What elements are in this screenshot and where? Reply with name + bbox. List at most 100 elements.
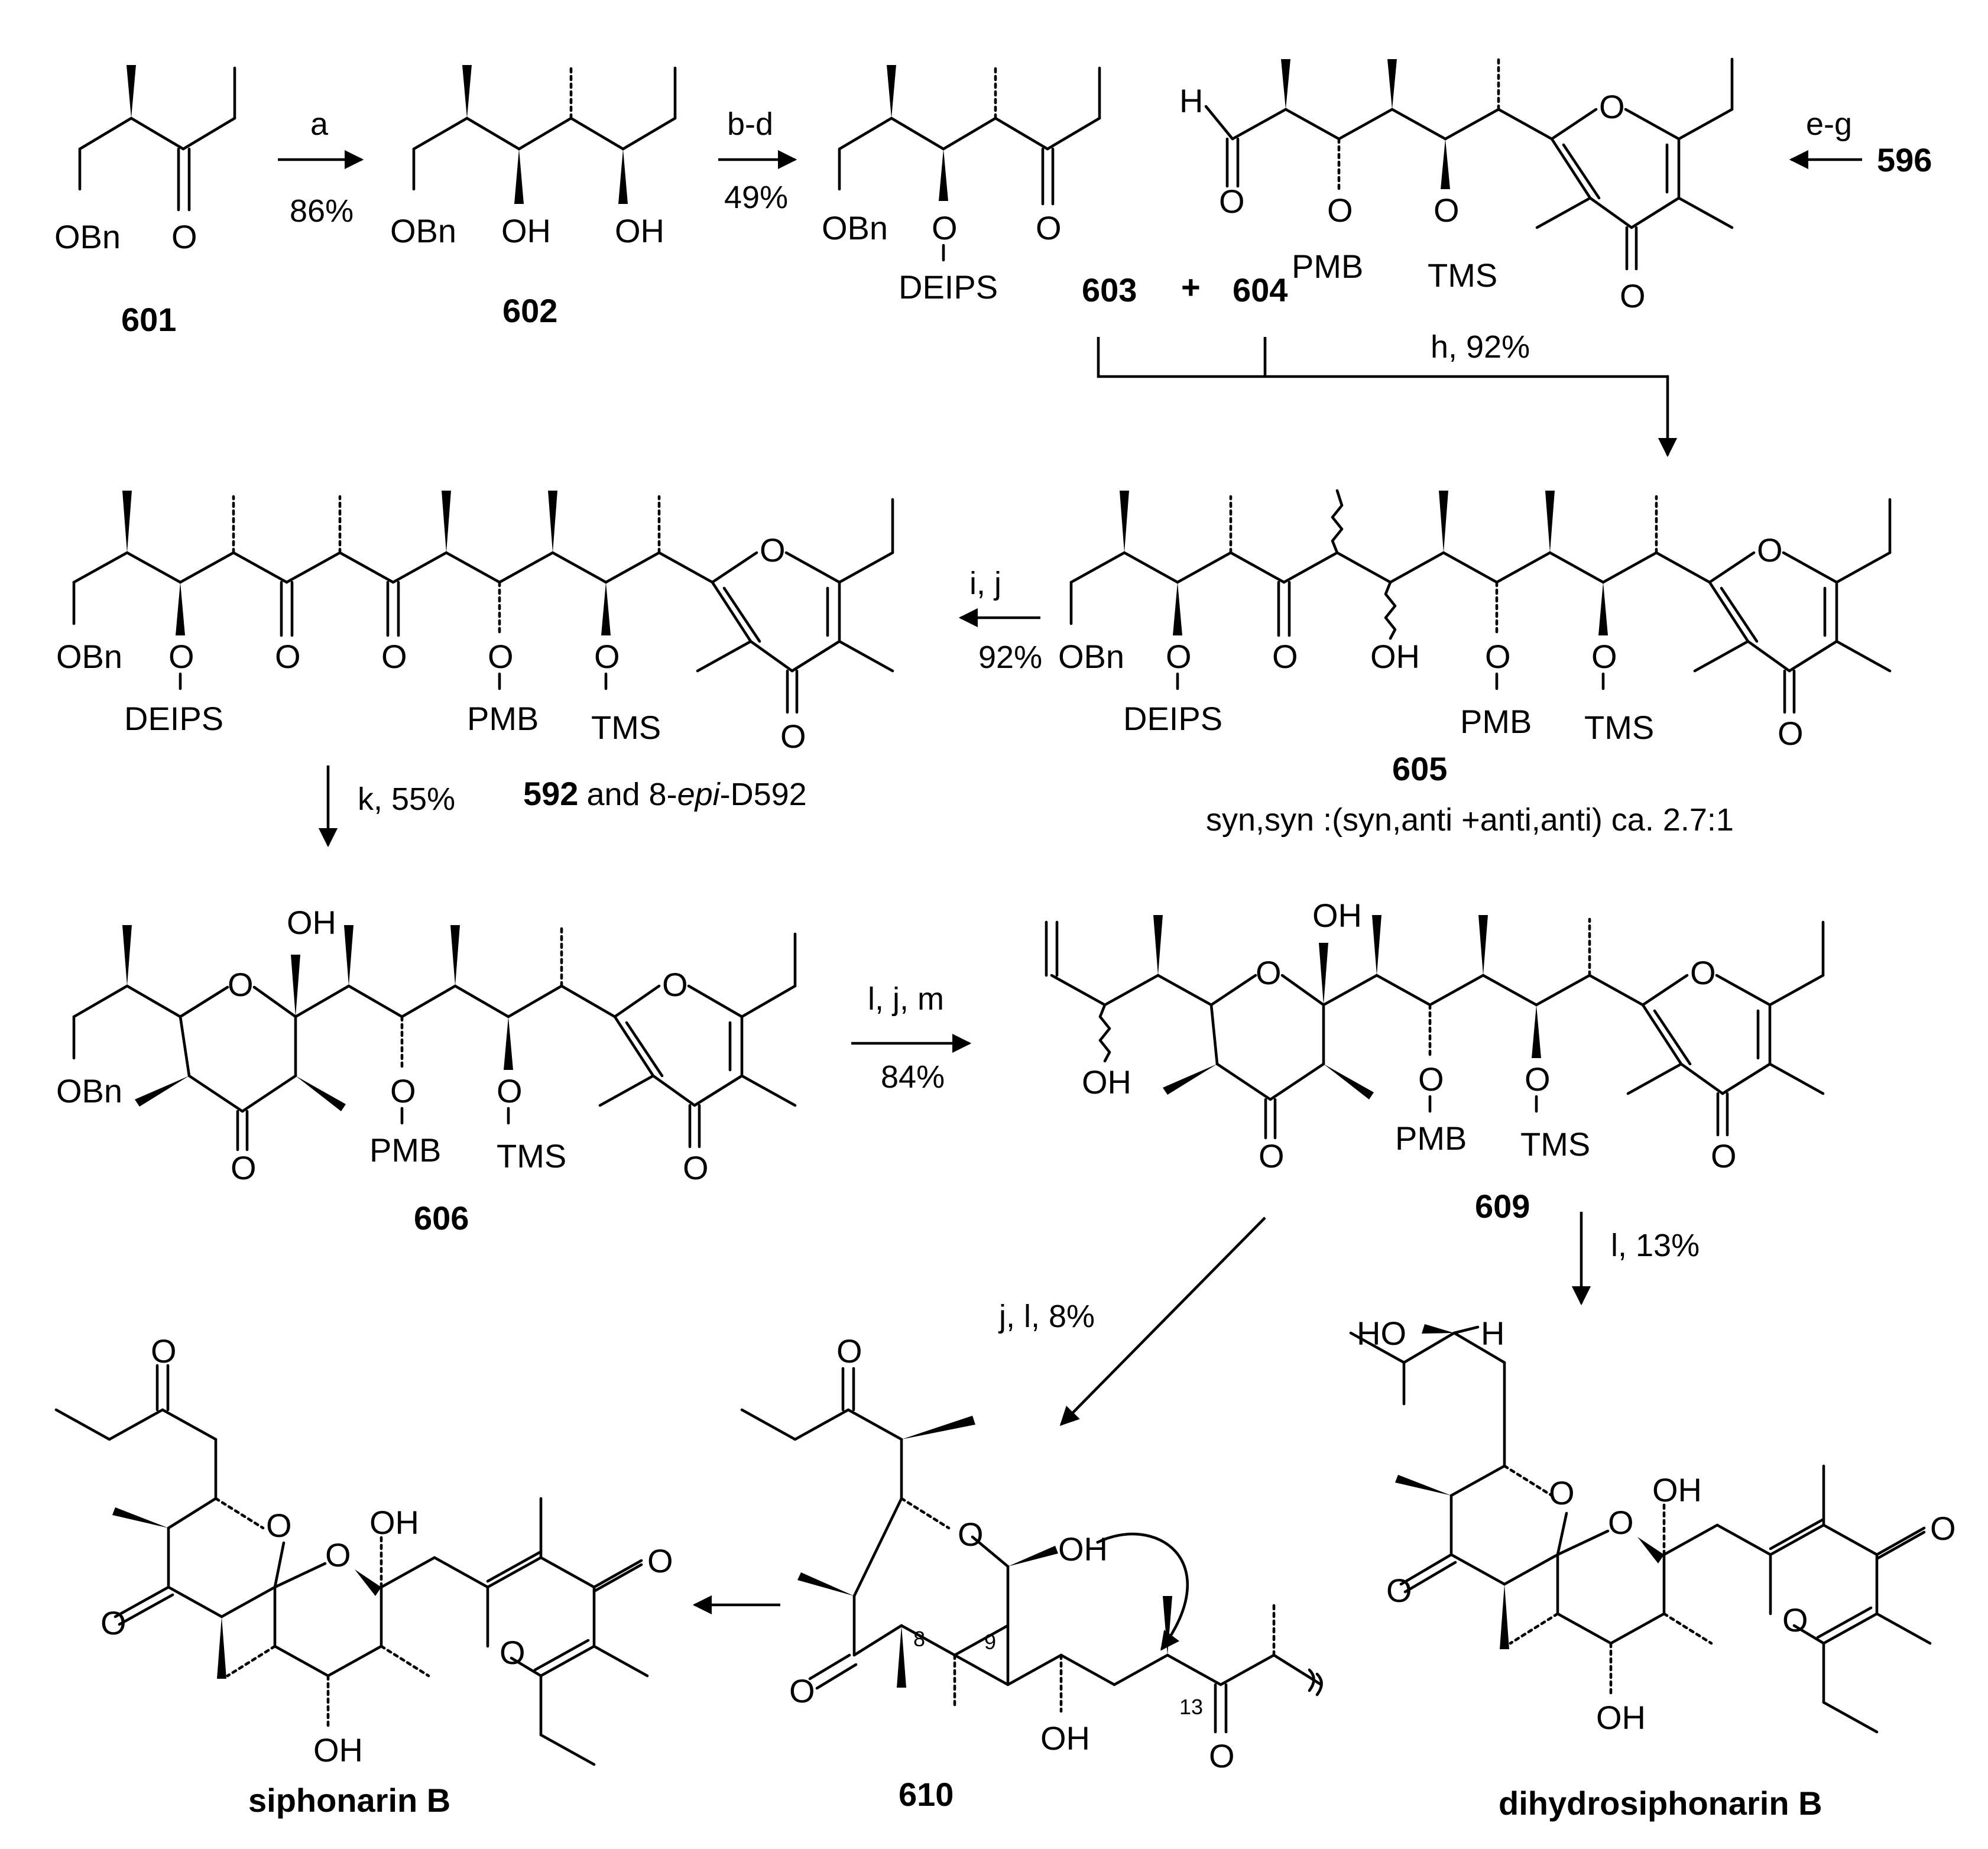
compound-605-label: 605 xyxy=(1392,750,1447,787)
atom-OBn: OBn xyxy=(54,218,121,255)
position-13: 13 xyxy=(1179,1695,1203,1719)
condition-ij: i, j xyxy=(969,566,1001,601)
svg-text:OH: OH xyxy=(501,212,551,249)
svg-text:OH: OH xyxy=(1370,638,1420,675)
svg-text:TMS: TMS xyxy=(591,709,661,746)
svg-text:OBn: OBn xyxy=(822,209,888,246)
atom-O: O xyxy=(171,218,197,255)
compound-601-label: 601 xyxy=(121,301,176,338)
svg-text:TMS: TMS xyxy=(1520,1125,1590,1163)
siphonarin-b-label: siphonarin B xyxy=(248,1782,450,1819)
svg-text:OH: OH xyxy=(1040,1720,1090,1757)
structure-606: O OH O OBn O O PMB O TMS O 606 xyxy=(56,904,797,1237)
structure-605: O OBn O DEIPS O OH O PMB O TMS O 605 syn… xyxy=(1058,489,1892,838)
svg-text:O: O xyxy=(390,1072,416,1110)
svg-text:OH: OH xyxy=(1082,1063,1131,1101)
svg-text:O: O xyxy=(662,966,688,1003)
svg-text:O: O xyxy=(1166,638,1192,675)
svg-text:PMB: PMB xyxy=(1292,248,1363,285)
arrow-h xyxy=(1097,337,1678,458)
svg-text:O: O xyxy=(594,638,620,675)
dihydrosiphonarin-b-label: dihydrosiphonarin B xyxy=(1499,1785,1822,1822)
yield-ij: 92% xyxy=(978,640,1042,675)
svg-text:O: O xyxy=(1485,638,1511,675)
svg-text:O: O xyxy=(228,966,254,1003)
svg-text:O: O xyxy=(1591,638,1617,675)
svg-text:H: H xyxy=(1481,1315,1504,1352)
svg-text:O: O xyxy=(1930,1510,1956,1547)
svg-text:O: O xyxy=(381,638,407,675)
svg-text:O: O xyxy=(1599,88,1625,125)
svg-text:O: O xyxy=(1549,1474,1575,1511)
svg-text:PMB: PMB xyxy=(369,1131,441,1169)
svg-text:O: O xyxy=(1209,1737,1235,1775)
svg-text:OH: OH xyxy=(1058,1530,1108,1568)
structure-602: OBn OH OH 602 xyxy=(390,65,677,329)
yield-a: 86% xyxy=(290,193,354,229)
svg-text:OH: OH xyxy=(287,904,336,941)
compound-610-label: 610 xyxy=(899,1776,954,1813)
svg-text:O: O xyxy=(789,1672,815,1709)
svg-text:O: O xyxy=(932,209,958,246)
svg-text:O: O xyxy=(647,1542,673,1579)
position-9: 9 xyxy=(984,1630,996,1654)
svg-text:O: O xyxy=(1259,1137,1285,1175)
svg-text:TMS: TMS xyxy=(1584,709,1654,746)
svg-text:OBn: OBn xyxy=(390,212,456,249)
svg-text:O: O xyxy=(1256,954,1282,991)
svg-text:O: O xyxy=(1327,192,1353,229)
svg-text:O: O xyxy=(1434,192,1460,229)
svg-text:DEIPS: DEIPS xyxy=(124,700,223,737)
arrow-jl xyxy=(1059,1217,1266,1426)
svg-text:O: O xyxy=(1036,209,1062,246)
svg-text:O: O xyxy=(683,1149,709,1186)
structure-601: OBn O 601 xyxy=(54,65,236,338)
yield-ljm: 84% xyxy=(881,1059,945,1095)
svg-text:PMB: PMB xyxy=(467,700,539,737)
svg-text:O: O xyxy=(836,1332,862,1370)
svg-text:O: O xyxy=(1782,1601,1808,1639)
svg-text:TMS: TMS xyxy=(497,1137,566,1175)
svg-text:O: O xyxy=(266,1507,292,1544)
svg-text:O: O xyxy=(1219,183,1245,220)
svg-text:OBn: OBn xyxy=(56,638,122,675)
svg-text:O: O xyxy=(1757,531,1783,569)
svg-text:O: O xyxy=(1272,638,1298,675)
svg-text:OH: OH xyxy=(313,1731,363,1769)
svg-text:O: O xyxy=(780,718,806,755)
svg-text:O: O xyxy=(497,1072,523,1110)
svg-text:PMB: PMB xyxy=(1460,703,1532,740)
svg-text:OH: OH xyxy=(1652,1471,1702,1509)
svg-text:DEIPS: DEIPS xyxy=(1123,700,1222,737)
svg-text:PMB: PMB xyxy=(1395,1120,1467,1157)
plus-sign: + xyxy=(1181,268,1201,306)
yield-bd: 49% xyxy=(724,180,788,215)
structure-siphonarin-b: O O O OH O OH O O siphonarin B xyxy=(54,1332,673,1819)
svg-text:HO: HO xyxy=(1357,1315,1406,1352)
compound-609-label: 609 xyxy=(1475,1188,1530,1225)
curved-arrow xyxy=(1095,1532,1189,1651)
structure-603: OBn O O DEIPS 603 xyxy=(822,65,1137,309)
structure-dihydrosiphonarin-b: HO H xyxy=(1349,1315,1956,1822)
svg-text:O: O xyxy=(1418,1060,1444,1098)
svg-text:DEIPS: DEIPS xyxy=(899,268,998,306)
svg-text:H: H xyxy=(1179,82,1203,119)
compound-602-label: 602 xyxy=(502,292,557,329)
structure-610: O OH O O OH O 8 9 13 610 xyxy=(740,1332,1323,1813)
compound-604-label: 604 xyxy=(1233,271,1288,309)
condition-a: a xyxy=(310,106,329,142)
svg-text:O: O xyxy=(1620,277,1646,314)
svg-text:O: O xyxy=(325,1536,351,1574)
svg-text:OH: OH xyxy=(615,212,664,249)
svg-text:O: O xyxy=(958,1516,984,1553)
svg-text:O: O xyxy=(231,1149,257,1186)
condition-l: l, 13% xyxy=(1611,1228,1700,1263)
svg-text:OH: OH xyxy=(1312,897,1362,934)
diastereomer-ratio: syn,syn :(syn,anti +anti,anti) ca. 2.7:1 xyxy=(1206,802,1734,838)
svg-text:OBn: OBn xyxy=(1058,638,1124,675)
condition-k: k, 55% xyxy=(358,781,455,817)
svg-text:TMS: TMS xyxy=(1428,257,1497,294)
condition-ljm: l, j, m xyxy=(868,981,944,1017)
